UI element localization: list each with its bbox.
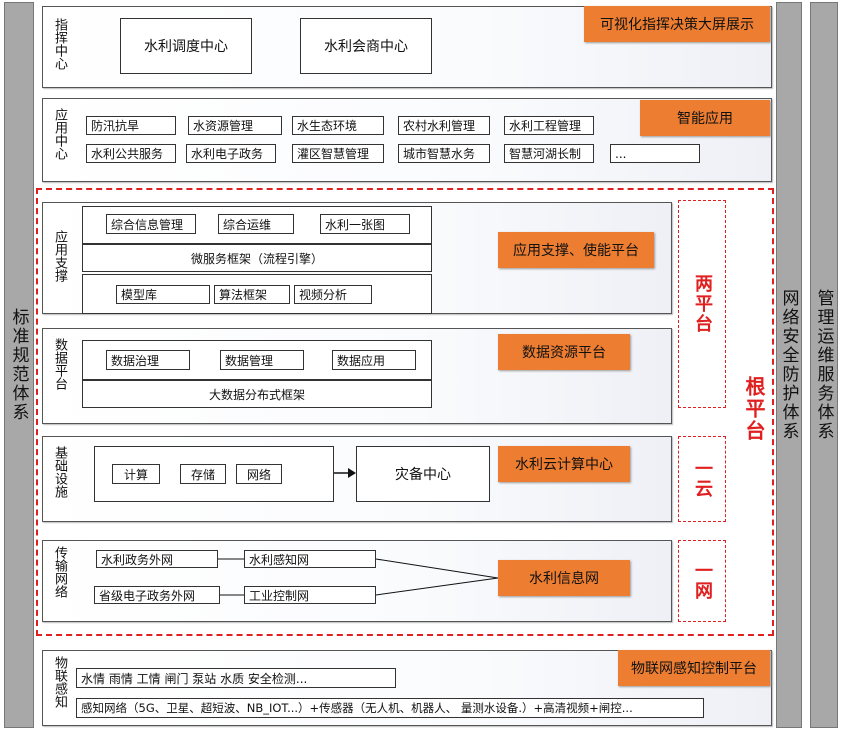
app-box: 水利电子政务 xyxy=(186,144,276,163)
infra-box: 存储 xyxy=(180,464,226,484)
network-box: 省级电子政务外网 xyxy=(94,586,220,604)
cloud-center-tag: 水利云计算中心 xyxy=(498,446,630,482)
app-box: 水资源管理 xyxy=(188,116,282,135)
network-box: 水利政务外网 xyxy=(96,550,218,568)
app-box: 灌区智慧管理 xyxy=(292,144,384,163)
iot-platform-tag: 物联网感知控制平台 xyxy=(618,650,770,686)
info-network-tag: 水利信息网 xyxy=(498,560,630,596)
consultation-center-box: 水利会商中心 xyxy=(300,18,432,74)
two-platform-label: 两平台 xyxy=(678,200,726,408)
section-label: 传输网络 xyxy=(52,546,67,598)
arrow-icon xyxy=(334,468,356,478)
infra-box: 网络 xyxy=(236,464,282,484)
app-box: 城市智慧水务 xyxy=(398,144,490,163)
data-resource-tag: 数据资源平台 xyxy=(498,334,630,370)
infra-box: 计算 xyxy=(112,464,160,484)
section-label: 物联感知 xyxy=(52,656,67,708)
iot-monitoring-box: 水情 雨情 工情 闸门 泵站 水质 安全检测... xyxy=(76,668,396,688)
data-box: 数据应用 xyxy=(332,350,416,370)
support-box: 视频分析 xyxy=(294,285,372,304)
one-net-label: 一网 xyxy=(678,540,726,622)
support-box: 算法框架 xyxy=(214,285,290,304)
section-label: 数据平台 xyxy=(52,338,67,390)
network-security-bar: 网络安全防护体系 xyxy=(776,2,802,728)
network-box: 工业控制网 xyxy=(244,586,376,604)
section-label: 应用中心 xyxy=(52,108,67,160)
data-box: 数据管理 xyxy=(220,350,304,370)
app-box: 水利公共服务 xyxy=(86,144,176,163)
root-platform-frame xyxy=(36,188,774,636)
root-platform-label: 根平台 xyxy=(742,376,766,442)
app-box: 水生态环境 xyxy=(292,116,384,135)
smart-apps-tag: 智能应用 xyxy=(640,100,770,136)
app-box: 防汛抗旱 xyxy=(86,116,176,135)
data-box: 数据治理 xyxy=(106,350,190,370)
network-box: 水利感知网 xyxy=(244,550,376,568)
iot-sensing-box: 感知网络（5G、卫星、超短波、NB_IOT...）+传感器（无人机、机器人、 量… xyxy=(76,698,704,718)
support-box: 模型库 xyxy=(116,285,210,304)
support-box: 综合运维 xyxy=(218,214,294,234)
support-box: 水利一张图 xyxy=(320,214,410,234)
one-cloud-label: 一云 xyxy=(678,436,726,522)
app-box-more: ... xyxy=(610,144,700,163)
section-label: 指挥中心 xyxy=(52,18,67,70)
standards-system-bar: 标准规范体系 xyxy=(4,2,34,728)
visual-display-tag: 可视化指挥决策大屏展示 xyxy=(584,6,770,42)
section-label: 基础设施 xyxy=(52,446,67,498)
section-label: 应用支撑 xyxy=(52,230,67,282)
support-platform-tag: 应用支撑、使能平台 xyxy=(498,232,654,268)
bigdata-framework: 大数据分布式框架 xyxy=(82,380,432,408)
operations-service-bar: 管理运维服务体系 xyxy=(810,2,838,728)
app-box: 水利工程管理 xyxy=(504,116,594,135)
dispatch-center-box: 水利调度中心 xyxy=(120,18,252,74)
microservice-framework: 微服务框架（流程引擎） xyxy=(82,244,432,272)
app-box: 智慧河湖长制 xyxy=(504,144,594,163)
support-box: 综合信息管理 xyxy=(106,214,196,234)
backup-center-box: 灾备中心 xyxy=(356,446,490,502)
app-box: 农村水利管理 xyxy=(398,116,490,135)
